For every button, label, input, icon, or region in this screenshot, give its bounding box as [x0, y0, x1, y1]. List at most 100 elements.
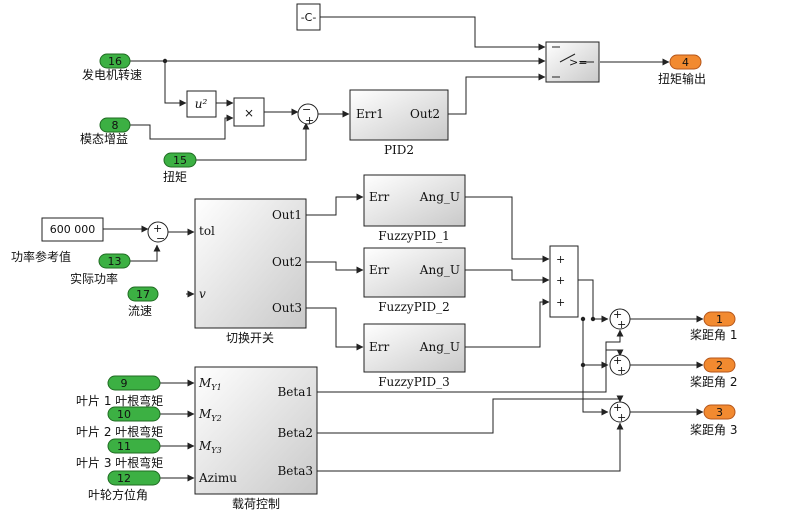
branch-dot [162, 58, 168, 64]
sum-sign: − [156, 232, 165, 245]
switch-input-v: v [199, 287, 206, 301]
pid2-output-label: Out2 [410, 107, 440, 121]
load-output-beta1: Beta1 [277, 385, 313, 399]
square-block[interactable]: u² [186, 90, 217, 118]
outport-label: 扭矩输出 [658, 71, 706, 86]
switch-block[interactable]: >= [545, 41, 600, 83]
fuzzy-pid-3-block[interactable]: Err Ang_U FuzzyPID_3 [363, 323, 466, 389]
outport-number: 3 [716, 406, 723, 419]
inport-17[interactable]: 17 流速 [127, 286, 159, 318]
switch-output-3: Out3 [272, 301, 302, 315]
outport-2[interactable]: 2 桨距角 2 [690, 357, 737, 389]
inport-number: 13 [108, 255, 122, 268]
branch-dot [580, 316, 586, 322]
sum-three-block[interactable]: + + + [549, 245, 579, 318]
fuzzy-3-output: Ang_U [419, 340, 460, 354]
sum-sign: + [556, 253, 565, 266]
pid2-name: PID2 [384, 143, 414, 157]
inport-label: 模态增益 [80, 132, 128, 146]
pid2-block[interactable]: Err1 Out2 PID2 [349, 89, 449, 157]
load-output-beta3: Beta3 [277, 464, 313, 478]
inport-8[interactable]: 8 模态增益 [80, 117, 131, 146]
constant-c-block[interactable]: -C- [296, 3, 321, 31]
inport-10[interactable]: 10 叶片 2 叶根弯矩 [76, 406, 163, 439]
inport-number: 10 [117, 408, 131, 421]
fuzzy-1-input: Err [369, 190, 389, 204]
sum-sign: + [153, 222, 162, 235]
branch-dot [590, 316, 596, 322]
inport-number: 11 [117, 440, 131, 453]
power-constant-block[interactable]: 600 000 [41, 217, 104, 242]
inport-number: 16 [108, 55, 122, 68]
square-label: u² [195, 97, 208, 111]
fuzzy-pid-2-block[interactable]: Err Ang_U FuzzyPID_2 [363, 247, 466, 314]
power-ref-label: 功率参考值 [11, 249, 71, 264]
load-output-beta2: Beta2 [277, 426, 313, 440]
sum-sign: + [617, 318, 626, 331]
sum-pitch-3[interactable]: + + [609, 401, 631, 424]
outport-label: 桨距角 2 [690, 375, 737, 389]
fuzzy-3-name: FuzzyPID_3 [378, 375, 450, 389]
fuzzy-2-input: Err [369, 263, 389, 277]
inport-9[interactable]: 9 叶片 1 叶根弯矩 [76, 375, 163, 408]
load-subsystem-name: 载荷控制 [232, 497, 280, 511]
inport-number: 15 [173, 154, 187, 167]
inport-label: 叶片 1 叶根弯矩 [76, 393, 163, 408]
load-input-2: MY2 [198, 407, 222, 423]
load-input-1: MY1 [198, 376, 222, 392]
outport-1[interactable]: 1 桨距角 1 [690, 311, 737, 342]
switch-input-tol: tol [199, 224, 215, 238]
inport-label: 叶片 3 叶根弯矩 [76, 455, 163, 470]
inport-11[interactable]: 11 叶片 3 叶根弯矩 [76, 438, 163, 470]
inport-label: 发电机转速 [82, 67, 142, 82]
switch-subsystem-name: 切换开关 [226, 331, 274, 345]
sum-pitch-1[interactable]: + + [609, 308, 631, 331]
inport-13[interactable]: 13 实际功率 [70, 253, 131, 286]
inport-number: 12 [117, 472, 131, 485]
switch-output-2: Out2 [272, 255, 302, 269]
sum-power-block[interactable]: + − [147, 221, 169, 245]
fuzzy-pid-1-block[interactable]: Err Ang_U FuzzyPID_1 [363, 174, 466, 243]
fuzzy-2-output: Ang_U [419, 263, 460, 277]
sum-pid-block[interactable]: − + [297, 103, 319, 127]
sum-sign: + [556, 274, 565, 287]
product-block[interactable]: × [233, 97, 265, 127]
constant-c-label: -C- [301, 11, 317, 24]
inport-number: 9 [121, 377, 128, 390]
inport-label: 扭矩 [163, 170, 187, 184]
inport-label: 叶轮方位角 [88, 487, 148, 502]
fuzzy-1-output: Ang_U [419, 190, 460, 204]
outport-number: 1 [716, 313, 723, 326]
outport-number: 2 [716, 359, 723, 372]
inport-16[interactable]: 16 发电机转速 [82, 53, 142, 82]
sum-sign: + [613, 401, 622, 414]
switching-subsystem[interactable]: tol v Out1 Out2 Out3 切换开关 [194, 198, 307, 345]
sum-pitch-2[interactable]: + + [609, 354, 631, 377]
inport-label: 流速 [128, 304, 152, 318]
outport-label: 桨距角 1 [690, 328, 737, 342]
outport-label: 桨距角 3 [690, 423, 737, 437]
wires [103, 16, 704, 482]
sum-sign: − [302, 103, 311, 116]
inport-number: 8 [112, 119, 119, 132]
outport-4[interactable]: 4 扭矩输出 [658, 54, 706, 86]
inport-label: 叶片 2 叶根弯矩 [76, 424, 163, 439]
load-control-subsystem[interactable]: MY1 MY2 MY3 Azimu Beta1 Beta2 Beta3 载荷控制 [194, 366, 318, 511]
sum-sign: + [617, 364, 626, 377]
branch-dot [580, 362, 586, 368]
outport-3[interactable]: 3 桨距角 3 [690, 404, 737, 437]
inport-12[interactable]: 12 叶轮方位角 [88, 470, 161, 502]
outport-number: 4 [682, 56, 689, 69]
load-input-3: MY3 [198, 439, 222, 455]
product-label: × [244, 106, 254, 120]
power-constant-value: 600 000 [50, 223, 96, 236]
inport-label: 实际功率 [70, 271, 118, 286]
sum-sign: + [617, 411, 626, 424]
inport-15[interactable]: 15 扭矩 [163, 152, 197, 184]
load-input-azimuth: Azimu [198, 471, 237, 485]
fuzzy-2-name: FuzzyPID_2 [378, 300, 450, 314]
switch-output-1: Out1 [272, 208, 302, 222]
fuzzy-1-name: FuzzyPID_1 [378, 229, 450, 243]
inport-number: 17 [136, 288, 150, 301]
